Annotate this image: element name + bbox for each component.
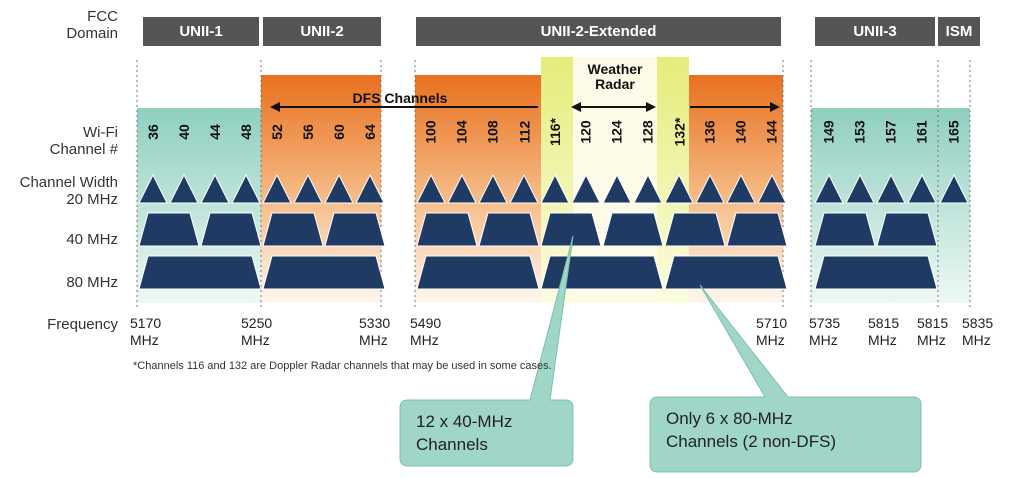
channel-149-label: 149 [821,120,838,144]
band-unii-1: UNII-1 [143,17,259,46]
band-unii-2: UNII-2 [263,17,381,46]
band-ism: ISM [938,17,980,46]
channel-153-label: 153 [852,120,869,144]
channel-36-label: 36 [144,124,161,140]
channel-140-label: 140 [733,120,750,144]
channel-56-label: 56 [299,124,316,140]
channel-128-label: 128 [640,120,657,144]
channel-52-label: 52 [268,124,285,140]
ism-region [938,108,970,303]
dfs-channels-label: DFS Channels [352,90,448,106]
channel-124-label: 124 [609,120,626,144]
callout-40-bubble [399,235,574,467]
channel-64-label: 64 [361,124,378,140]
channel-161-label: 161 [914,120,931,144]
channel-60-label: 60 [330,124,347,140]
width-40mhz-label: 40 MHz [66,231,118,248]
channel-136-label: 136 [702,120,719,144]
channel-120-label: 120 [578,120,595,144]
channels-20mhz [138,173,969,204]
band-unii-3: UNII-3 [815,17,935,46]
channel-44-label: 44 [206,124,223,140]
channel-40-label: 40 [175,124,192,140]
channel-165-label: 165 [946,120,963,144]
channel-144-label: 144 [764,120,781,144]
width-80mhz-label: 80 MHz [66,274,118,291]
channel-157-label: 157 [883,120,900,144]
dotted-separators [136,60,971,310]
channels-40mhz [138,212,938,247]
channels-80mhz [138,255,938,290]
channel-48-label: 48 [237,124,254,140]
channel-116-label: 116* [547,117,564,147]
footnote: *Channels 116 and 132 are Doppler Radar … [133,360,552,372]
channel-108-label: 108 [485,120,502,144]
frequency-label: Frequency [47,316,118,333]
channel-132-label: 132* [671,117,687,147]
channel-112-label: 112 [516,120,532,144]
channel-100-label: 100 [423,120,440,144]
band-unii-2-extended: UNII-2-Extended [416,17,781,46]
callout-80-bubble [649,284,922,473]
channel-104-label: 104 [454,120,471,144]
